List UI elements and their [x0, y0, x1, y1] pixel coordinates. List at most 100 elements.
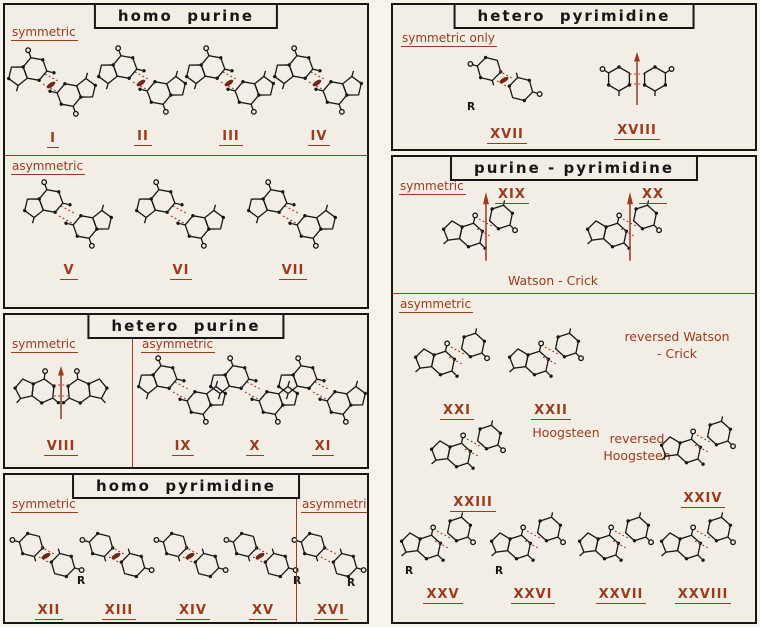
- numeral-xiv: XIV: [176, 603, 210, 620]
- numeral-xiii: XIII: [101, 603, 137, 620]
- numeral-x: X: [246, 439, 264, 456]
- numeral-vii: VII: [278, 263, 308, 280]
- section-label-asymmetric: asymmetric: [399, 297, 474, 313]
- structure-ii: II: [95, 39, 191, 146]
- numeral-xxii: XXII: [531, 403, 571, 420]
- structure-xxv: R XXV: [395, 497, 491, 604]
- numeral-xv: XV: [248, 603, 278, 620]
- base-pair-diagram: [271, 39, 367, 125]
- section-label-symmetric-only: symmetric only: [401, 31, 497, 47]
- section-label-symmetric: symmetric: [11, 337, 78, 353]
- caption-watson-crick: Watson - Crick: [507, 273, 599, 288]
- structure-xviii: XVIII: [589, 33, 685, 140]
- section-label-asymmetric: asymmetric: [11, 159, 86, 175]
- panel-title-purine-pyrimidine: purine - pyrimidine: [449, 157, 699, 181]
- structure-xix: XIX: [437, 185, 533, 271]
- section-divider: [132, 335, 133, 467]
- structure-xxiii: XXIII: [425, 405, 521, 512]
- structure-iii: III: [183, 39, 279, 146]
- panel-hetero-purine: hetero purine symmetric asymmetric VIII …: [3, 313, 369, 469]
- base-pair-diagram: [95, 39, 191, 125]
- base-pair-diagram: [275, 349, 369, 435]
- base-pair-diagram: [425, 405, 521, 491]
- structure-xii: R XII: [3, 513, 97, 620]
- numeral-xxv: XXV: [423, 587, 463, 604]
- structure-xxvii: XXVII: [573, 497, 669, 604]
- r-group-label: R: [347, 577, 356, 589]
- section-divider: [5, 155, 367, 156]
- numeral-vi: VI: [169, 263, 193, 280]
- numeral-i: I: [47, 131, 59, 148]
- r-group-label: R: [467, 101, 476, 113]
- base-pair-diagram: [655, 497, 751, 583]
- r-group-label: R: [495, 565, 504, 577]
- base-pair-diagram: [409, 313, 505, 399]
- section-divider: [393, 293, 755, 294]
- panel-title-homo-purine: homo purine: [93, 5, 279, 29]
- base-pair-diagram: [655, 401, 751, 487]
- structure-iv: IV: [271, 39, 367, 146]
- structure-vi: VI: [133, 173, 229, 280]
- numeral-iii: III: [219, 129, 243, 146]
- panel-purine-pyrimidine: purine - pyrimidine symmetric XIX XX Wat…: [391, 155, 757, 624]
- numeral-xii: XII: [34, 603, 64, 620]
- caption-reversed-watson-crick: reversed Watson - Crick: [624, 329, 730, 361]
- structure-xxvi: R XXVI: [485, 497, 581, 604]
- structure-ix: IX: [135, 349, 231, 456]
- numeral-v: V: [60, 263, 78, 280]
- caption-hoogsteen: Hoogsteen: [532, 425, 600, 440]
- structure-viii: VIII: [13, 349, 109, 456]
- panel-title-hetero-purine: hetero purine: [87, 315, 285, 339]
- section-label-symmetric: symmetric: [11, 25, 78, 41]
- numeral-xvi: XVI: [314, 603, 348, 620]
- base-pair-diagram-mirror-axis: [13, 349, 109, 435]
- section-label-symmetric: symmetric: [399, 179, 466, 195]
- base-pair-diagram: [503, 313, 599, 399]
- structure-xvi: R XVI: [283, 513, 369, 620]
- structure-xxii: XXII: [503, 313, 599, 420]
- base-pair-diagram-mirror-axis: [589, 33, 685, 119]
- structure-xxiv: XXIV: [655, 401, 751, 508]
- r-group-label: R: [405, 565, 414, 577]
- structure-xiii: XIII: [71, 513, 167, 620]
- numeral-xvii: XVII: [487, 127, 527, 144]
- numeral-xxiii: XXIII: [450, 495, 496, 512]
- r-group-label: R: [77, 575, 86, 587]
- numeral-xxi: XXI: [440, 403, 474, 420]
- base-pair-diagram: [5, 41, 101, 127]
- base-pair-diagram: [21, 173, 117, 259]
- panel-homo-purine: homo purine symmetric I II III IV asymme…: [3, 3, 369, 309]
- base-pair-diagram: [245, 173, 341, 259]
- structure-xi: XI: [275, 349, 369, 456]
- section-divider: [296, 495, 297, 622]
- structure-xv: R XV: [215, 513, 311, 620]
- structure-xiv: XIV: [145, 513, 241, 620]
- numeral-xxvii: XXVII: [595, 587, 647, 604]
- numeral-iv: IV: [307, 129, 331, 146]
- section-label-asymmetric: asymmetric: [141, 337, 216, 353]
- panel-homo-pyrimidine: homo pyrimidine symmetric asymmetric R X…: [3, 473, 369, 624]
- base-pair-diagram: [133, 173, 229, 259]
- structure-xvii: R XVII: [459, 37, 555, 144]
- panel-title-homo-pyrimidine: homo pyrimidine: [72, 475, 300, 499]
- structure-xx: XX: [581, 185, 677, 271]
- numeral-ix: IX: [171, 439, 195, 456]
- structure-vii: VII: [245, 173, 341, 280]
- structure-v: V: [21, 173, 117, 280]
- numeral-viii: VIII: [43, 439, 79, 456]
- numeral-xxvi: XXVI: [510, 587, 556, 604]
- r-group-label: R: [293, 575, 302, 587]
- numeral-xxviii: XXVIII: [674, 587, 732, 604]
- numeral-xviii: XVIII: [614, 123, 660, 140]
- numeral-xix: XIX: [495, 187, 529, 204]
- panel-hetero-pyrimidine: hetero pyrimidine symmetric only R XVII …: [391, 3, 757, 151]
- numeral-xx: XX: [639, 187, 668, 204]
- caption-reversed-hoogsteen: reversed Hoogsteen: [603, 431, 671, 463]
- numeral-ii: II: [134, 129, 152, 146]
- structure-i: I: [5, 41, 101, 148]
- structure-x: X: [207, 349, 303, 456]
- section-label-symmetric: symmetric: [11, 497, 78, 513]
- numeral-xxiv: XXIV: [680, 491, 726, 508]
- section-label-asymmetric: asymmetric: [301, 497, 367, 513]
